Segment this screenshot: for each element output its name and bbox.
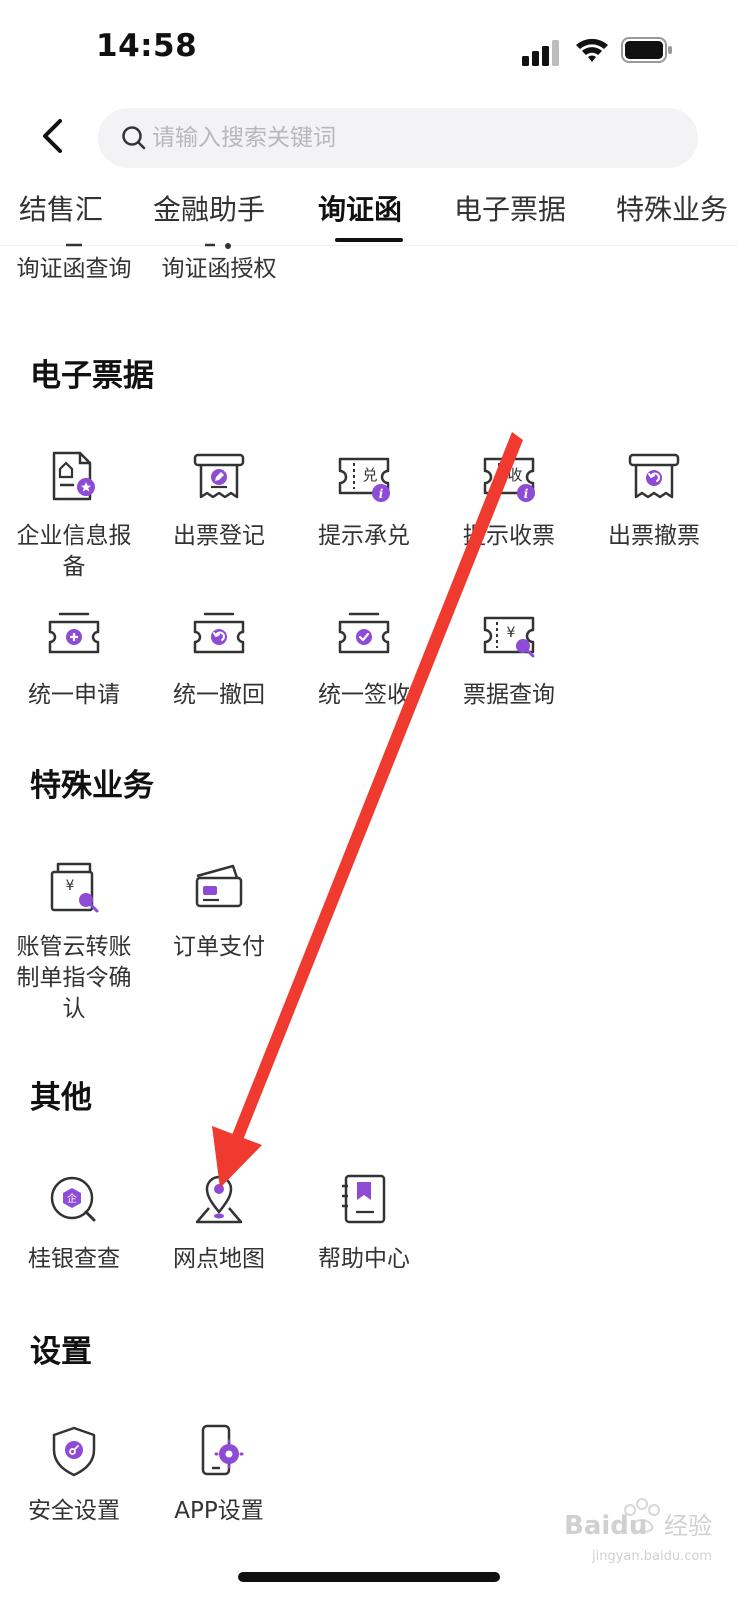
grid-item-label: 出票登记	[173, 523, 265, 549]
grid-item-unified-apply[interactable]: 统一申请	[0, 606, 148, 711]
grid-item-label: 询证函授权	[161, 256, 277, 282]
unified-sign-icon	[338, 612, 390, 654]
section-title-other: 其他	[30, 1080, 92, 1116]
grid-item-label: 安全设置	[28, 1498, 120, 1524]
grid-item-enterprise-info[interactable]: 企业信息报备	[0, 447, 148, 583]
back-button[interactable]	[30, 110, 74, 162]
grid-item-label: 提示承兑	[318, 523, 410, 549]
section-title-special-business: 特殊业务	[30, 768, 154, 804]
grid-item-label: 订单支付	[173, 934, 265, 960]
svg-text:Baidu: Baidu	[564, 1511, 647, 1541]
grid-item-confirmation-authorize[interactable]: 询证函授权	[145, 254, 293, 285]
grid-item-unified-sign[interactable]: 统一签收	[290, 606, 438, 711]
tab-forex[interactable]: 结售汇	[19, 193, 104, 226]
grid-item-label: 帮助中心	[318, 1246, 410, 1272]
app-settings-icon	[201, 1424, 244, 1476]
tab-special-business[interactable]: 特殊业务	[616, 193, 729, 226]
grid-item-security-settings[interactable]: 安全设置	[0, 1422, 148, 1527]
grid-item-branch-map[interactable]: 网点地图	[145, 1170, 293, 1275]
grid-item-app-settings[interactable]: APP设置	[145, 1422, 293, 1527]
scrolled-icon-remnants	[66, 243, 231, 249]
search-row	[0, 100, 738, 176]
search-box[interactable]	[98, 108, 698, 168]
grid-item-label: 统一撤回	[173, 682, 265, 708]
svg-text:收: 收	[507, 466, 522, 484]
svg-text:¥: ¥	[507, 625, 516, 641]
security-shield-icon	[52, 1426, 96, 1477]
status-bar: 14:58	[0, 0, 738, 95]
tab-e-bill[interactable]: 电子票据	[454, 193, 567, 226]
transfer-confirm-icon: ¥	[50, 862, 99, 913]
grid-item-ticket-revoke[interactable]: 出票撤票	[580, 447, 728, 552]
grid-item-acceptance-prompt[interactable]: 兑 i 提示承兑	[290, 447, 438, 552]
svg-text:经验: 经验	[664, 1512, 712, 1540]
grid-item-transfer-confirm[interactable]: ¥ 账管云转账制单指令确认	[0, 858, 148, 1025]
category-tab-bar: 结售汇 金融助手 询证函 电子票据 特殊业务	[0, 180, 738, 246]
grid-item-label: 出票撤票	[608, 523, 700, 549]
grid-item-unified-withdraw[interactable]: 统一撤回	[145, 606, 293, 711]
chevron-left-icon	[43, 119, 62, 153]
grid-item-label: 网点地图	[173, 1246, 265, 1272]
bill-search-icon: ¥	[483, 616, 535, 658]
search-input[interactable]	[152, 125, 672, 151]
svg-text:i: i	[379, 487, 384, 501]
enterprise-search-icon: 企	[50, 1176, 96, 1222]
search-icon	[122, 126, 146, 150]
svg-text:jingyan.baidu.com: jingyan.baidu.com	[591, 1549, 712, 1564]
grid-item-label: 企业信息报备	[16, 523, 132, 580]
grid-item-label: 统一签收	[318, 682, 410, 708]
active-tab-indicator	[335, 238, 403, 242]
ticket-register-icon	[193, 453, 245, 499]
receive-prompt-icon: 收 i	[483, 457, 535, 502]
grid-item-bill-search[interactable]: ¥ 票据查询	[435, 606, 583, 711]
grid-item-label: 桂银查查	[28, 1246, 120, 1272]
unified-apply-icon	[48, 612, 100, 654]
grid-item-gxb-search[interactable]: 企 桂银查查	[0, 1170, 148, 1275]
tab-confirmation-letter[interactable]: 询证函	[318, 193, 403, 226]
grid-item-label: 账管云转账制单指令确认	[16, 934, 132, 1022]
grid-item-label: 统一申请	[28, 682, 120, 708]
section-title-settings: 设置	[30, 1334, 92, 1370]
grid-item-label: 询证函查询	[16, 256, 132, 282]
unified-withdraw-icon	[193, 612, 245, 654]
status-time: 14:58	[96, 28, 198, 64]
svg-text:企: 企	[67, 1192, 77, 1205]
grid-item-label: APP设置	[174, 1498, 264, 1524]
cellular-signal-icon	[522, 40, 559, 66]
ticket-revoke-icon	[628, 453, 680, 499]
card-payment-icon	[195, 864, 243, 908]
help-book-icon	[342, 1174, 386, 1224]
acceptance-prompt-icon: 兑 i	[338, 457, 390, 502]
tab-finance-assistant[interactable]: 金融助手	[153, 193, 266, 226]
enterprise-document-icon	[52, 451, 95, 501]
svg-text:¥: ¥	[66, 878, 75, 894]
home-indicator	[238, 1572, 500, 1582]
grid-item-help-center[interactable]: 帮助中心	[290, 1170, 438, 1275]
svg-text:兑: 兑	[362, 466, 377, 484]
wifi-icon	[576, 38, 608, 62]
grid-item-label: 提示收票	[463, 523, 555, 549]
grid-item-order-payment[interactable]: 订单支付	[145, 858, 293, 963]
baidu-jingyan-watermark-icon: Baidu 经验 jingyan.baidu.com	[564, 1498, 712, 1564]
location-map-icon	[195, 1175, 243, 1224]
battery-icon	[621, 37, 672, 63]
svg-text:i: i	[524, 487, 529, 501]
grid-item-receive-prompt[interactable]: 收 i 提示收票	[435, 447, 583, 552]
grid-item-confirmation-query[interactable]: 询证函查询	[0, 254, 148, 285]
section-title-e-bill: 电子票据	[30, 358, 154, 394]
grid-item-label: 票据查询	[463, 682, 555, 708]
grid-item-ticket-register[interactable]: 出票登记	[145, 447, 293, 552]
